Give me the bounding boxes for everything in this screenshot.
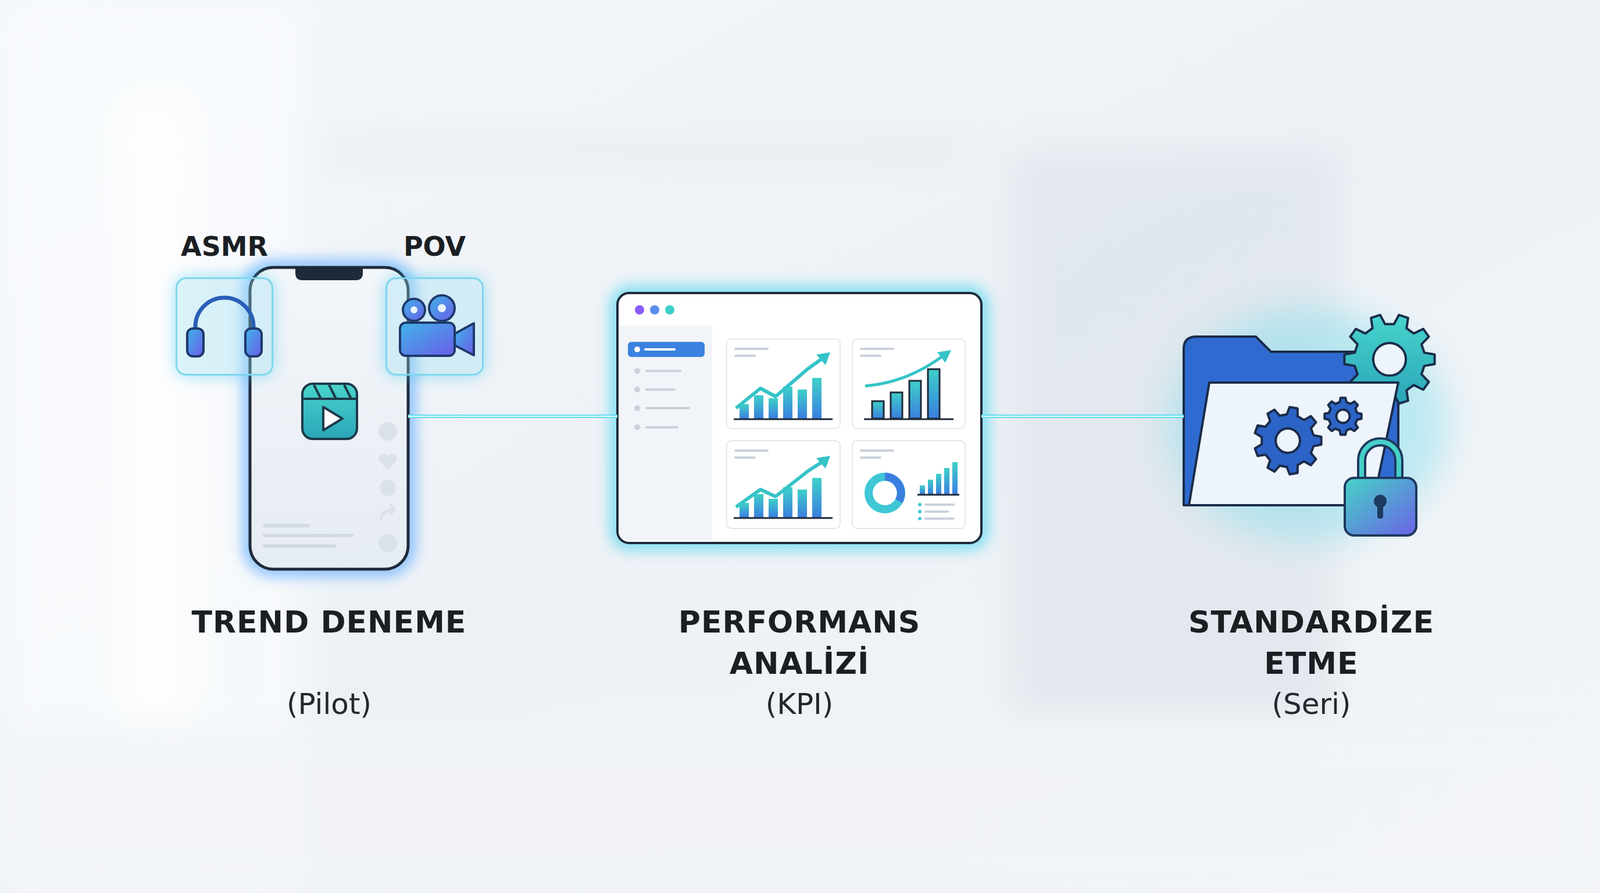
connector-line bbox=[408, 414, 618, 419]
icon-label: ASMR bbox=[177, 230, 271, 263]
text-wrap: ASMR bbox=[177, 230, 271, 263]
gear-hole bbox=[1275, 428, 1300, 453]
step-title: TREND DENEME bbox=[143, 601, 516, 644]
dashboard-node: PERFORMANS ANALİZİ(KPI) bbox=[617, 293, 982, 544]
gear-hole bbox=[1373, 343, 1406, 376]
folder-node: STANDARDİZE ETME(Seri) bbox=[1183, 336, 1439, 536]
icon-label: POV bbox=[400, 230, 470, 263]
dashboard-illustration bbox=[617, 293, 982, 544]
connector-core bbox=[981, 415, 1184, 417]
connector-line bbox=[981, 414, 1184, 419]
folder-illustration bbox=[1168, 308, 1448, 541]
text-wrap: (Pilot) bbox=[143, 683, 516, 725]
gear-symbol bbox=[1324, 397, 1362, 435]
text-wrap: (Seri) bbox=[1172, 683, 1452, 725]
step-subtitle: (Seri) bbox=[1172, 683, 1452, 725]
gear-symbol bbox=[1255, 406, 1322, 475]
icon-boxes bbox=[175, 277, 484, 376]
text-wrap: PERFORMANS ANALİZİ bbox=[662, 601, 937, 685]
text-wrap: STANDARDİZE ETME bbox=[1172, 601, 1452, 685]
connector-core bbox=[408, 415, 618, 417]
step-subtitle: (KPI) bbox=[662, 683, 937, 725]
phone-illustration bbox=[250, 267, 409, 570]
step-title: STANDARDİZE ETME bbox=[1172, 601, 1452, 685]
step-title: PERFORMANS ANALİZİ bbox=[662, 601, 937, 685]
icon-box: ASMR bbox=[175, 277, 274, 376]
step-subtitle: (Pilot) bbox=[143, 683, 516, 725]
gear-hole bbox=[1336, 409, 1350, 423]
phone-node: TREND DENEME(Pilot) bbox=[250, 267, 409, 570]
text-wrap: POV bbox=[400, 230, 470, 263]
text-wrap: TREND DENEME bbox=[143, 601, 516, 644]
text-wrap: (KPI) bbox=[662, 683, 937, 725]
icon-box: POV bbox=[385, 277, 484, 376]
connector-glow bbox=[408, 411, 618, 422]
connector-glow bbox=[981, 411, 1184, 422]
